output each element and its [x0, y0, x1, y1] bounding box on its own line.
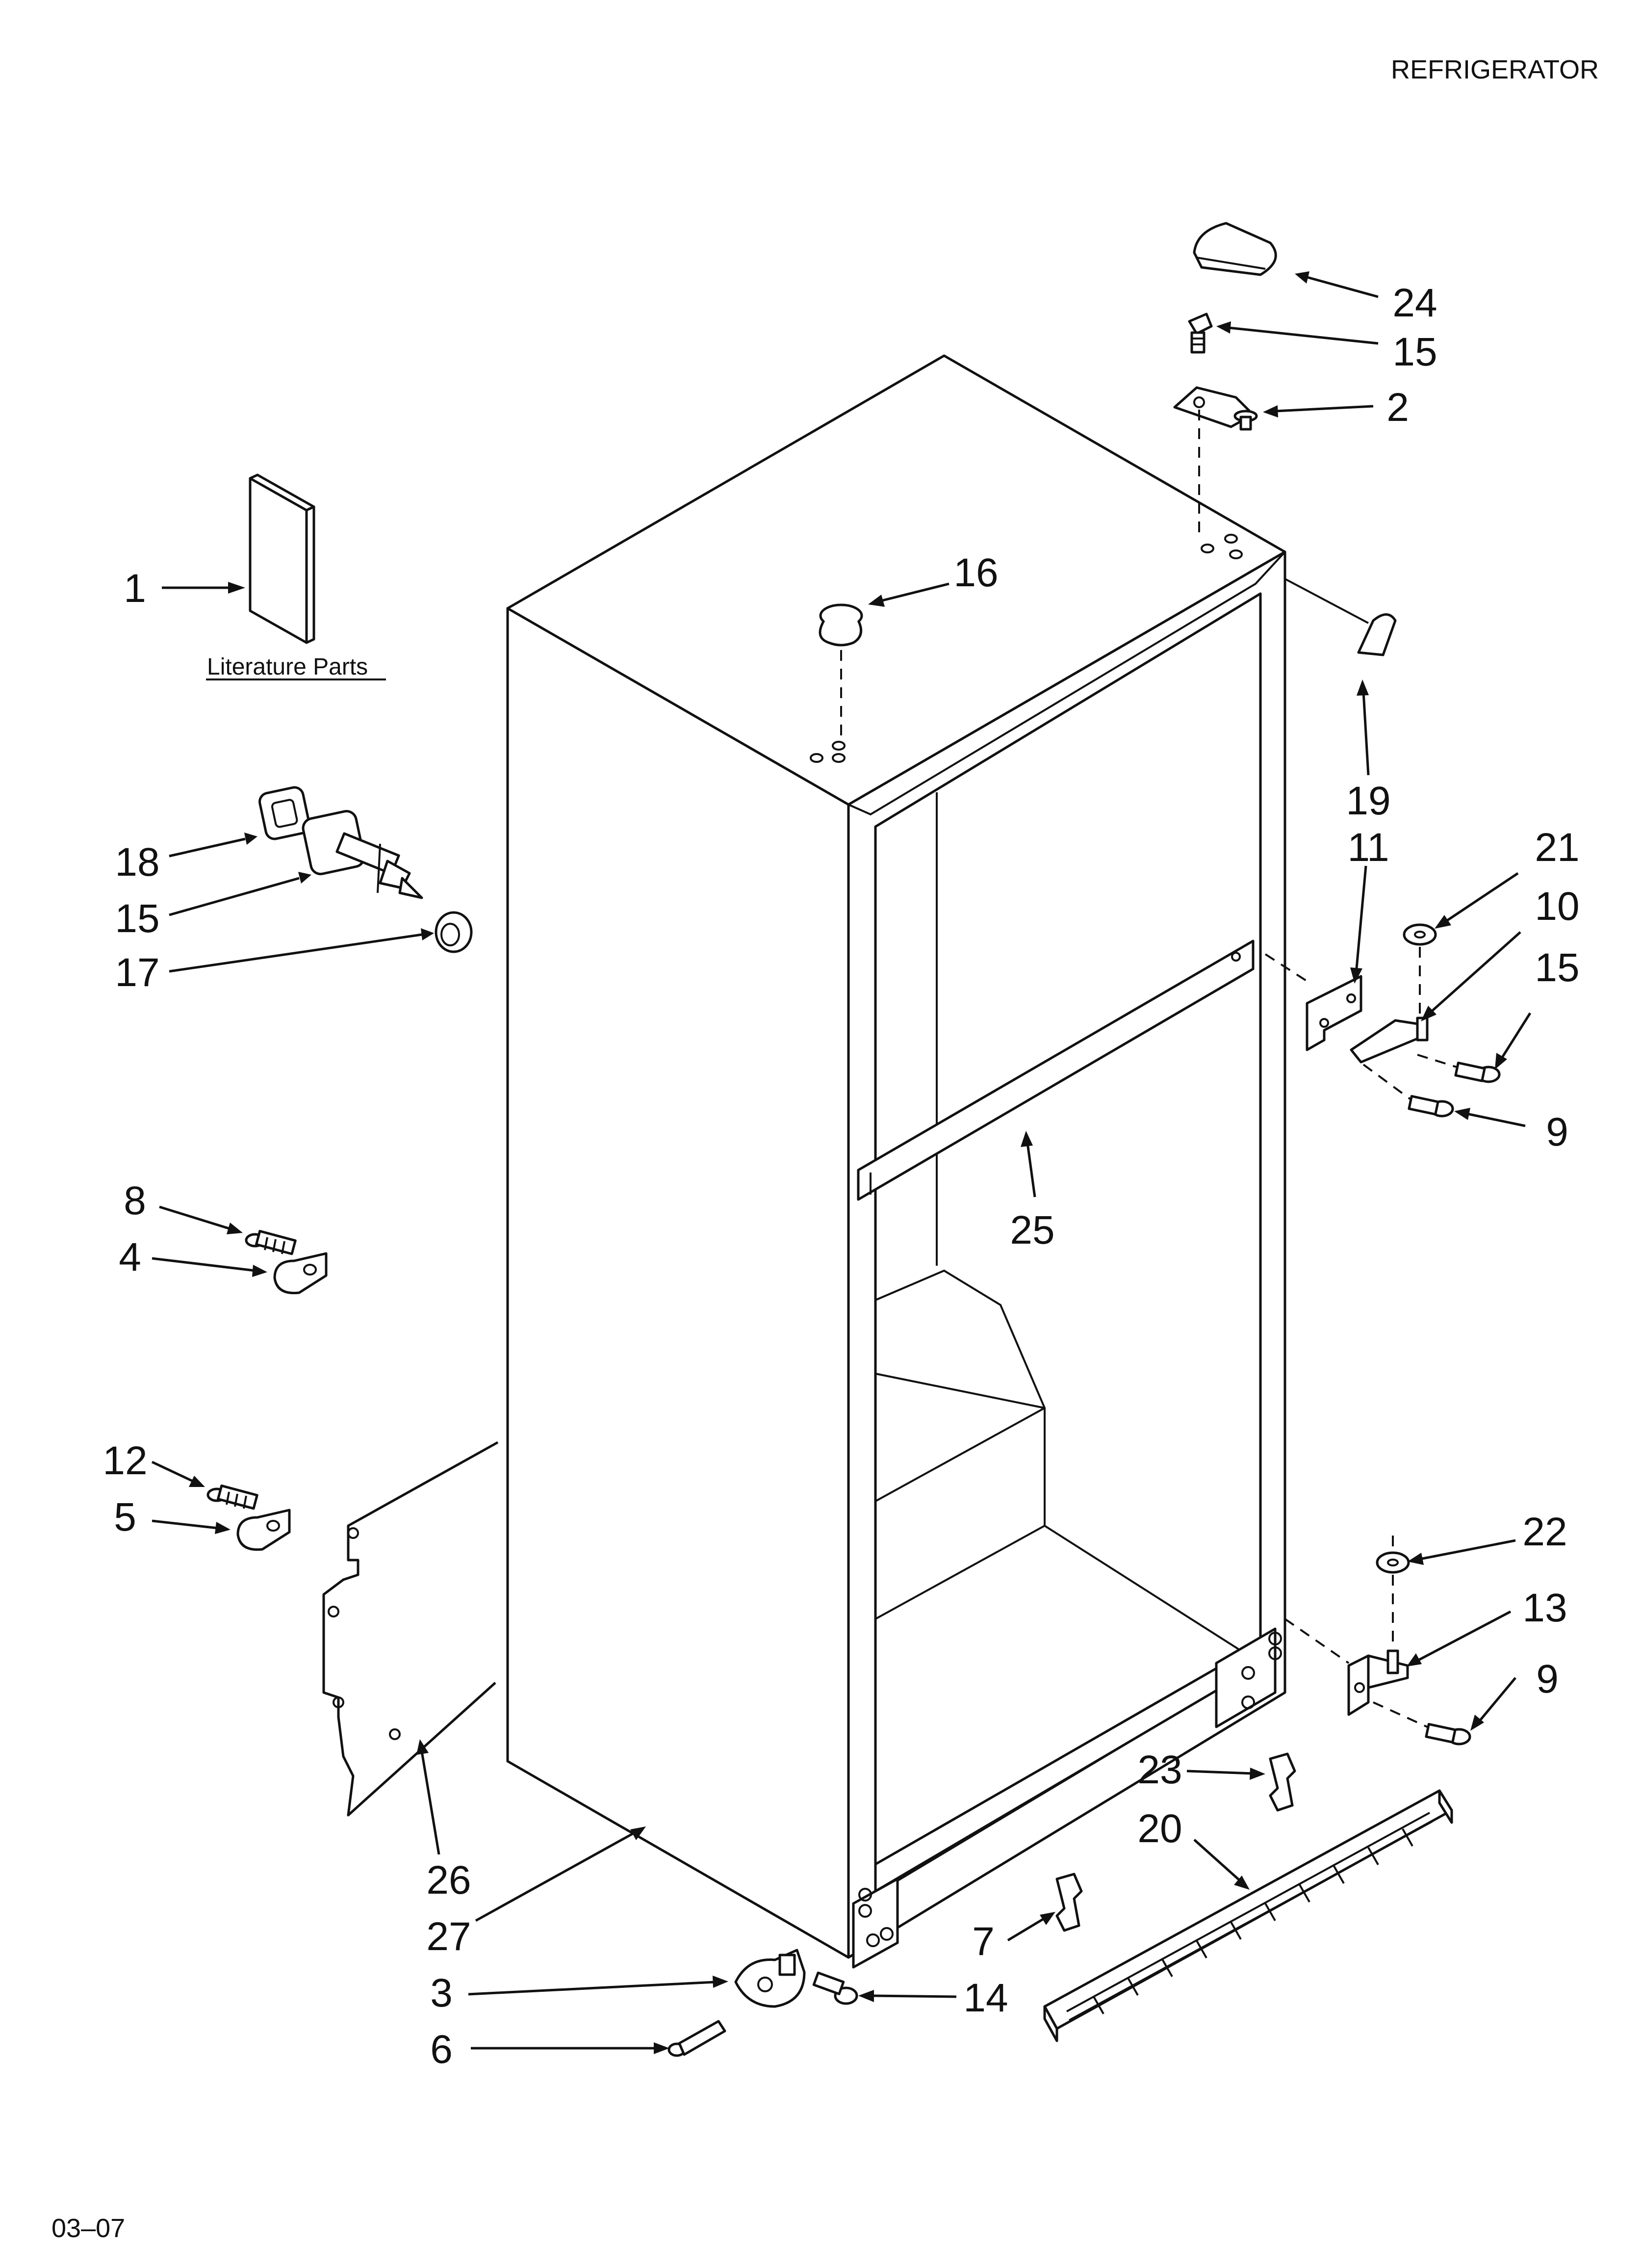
screw-part-9-bottom	[1373, 1701, 1471, 1746]
callout-27: 27	[426, 1914, 471, 1959]
callout-9-bottom: 9	[1536, 1657, 1559, 1701]
diagram-title: REFRIGERATOR	[1391, 55, 1599, 84]
callout-numbers: 1 24 15 2 16 19 11 21 10 15 9 18 15 17 2…	[103, 281, 1579, 2072]
roller-part-3	[734, 1949, 806, 2008]
toe-grille-part-20	[1043, 1789, 1453, 2042]
callout-9-top: 9	[1546, 1110, 1568, 1154]
callout-19: 19	[1346, 779, 1390, 823]
gasket-part-18	[258, 786, 311, 840]
hinge-cover-part-24	[1193, 222, 1277, 276]
screw-part-14	[812, 1971, 858, 2005]
screw-part-15-right	[1417, 1054, 1501, 1083]
callout-16: 16	[953, 550, 998, 595]
callout-21: 21	[1535, 825, 1579, 870]
refrigerator-cabinet	[506, 354, 1286, 1969]
screw-part-15-top	[1188, 313, 1213, 354]
middle-hinge-bracket-part-11	[1264, 953, 1362, 1051]
literature-part-1: Literature Parts	[206, 473, 386, 680]
washer-part-21	[1403, 923, 1437, 1016]
callout-15-top: 15	[1392, 330, 1437, 374]
middle-hinge-part-10	[1350, 1017, 1429, 1064]
top-hinge-part-2	[1173, 386, 1258, 535]
callout-14: 14	[963, 1976, 1008, 2020]
callout-17: 17	[115, 950, 159, 995]
callout-8: 8	[124, 1178, 146, 1223]
callout-22: 22	[1522, 1510, 1567, 1554]
callout-3: 3	[430, 1971, 453, 2015]
callout-2: 2	[1386, 385, 1409, 430]
pin-part-15-left	[302, 810, 423, 899]
center-rail-part-25	[857, 939, 1255, 1201]
callout-15-right: 15	[1535, 945, 1579, 990]
plug-part-16	[819, 603, 863, 736]
callout-15-left: 15	[115, 896, 159, 941]
callout-12: 12	[103, 1438, 147, 1483]
callout-7: 7	[972, 1919, 995, 1964]
bottom-hinge-part-13	[1284, 1618, 1409, 1716]
screw-part-9-top	[1362, 1064, 1454, 1118]
diagram-code: 03–07	[51, 2214, 125, 2243]
stop-part-19	[1284, 578, 1397, 656]
callout-6: 6	[430, 2027, 453, 2072]
callout-13: 13	[1522, 1586, 1567, 1630]
clamp-part-4	[273, 1252, 328, 1295]
bushing-part-17	[435, 911, 473, 953]
literature-caption: Literature Parts	[207, 654, 368, 680]
screw-part-8	[245, 1229, 297, 1255]
callout-5: 5	[114, 1495, 136, 1539]
pin-part-6	[667, 2020, 726, 2057]
washer-part-22	[1376, 1536, 1410, 1648]
callout-23: 23	[1137, 1747, 1182, 1792]
callout-11: 11	[1347, 825, 1389, 870]
clip-part-7	[1055, 1873, 1083, 1932]
callout-4: 4	[119, 1235, 141, 1279]
callout-10: 10	[1535, 884, 1579, 929]
callout-1: 1	[124, 566, 146, 611]
clip-part-23	[1269, 1752, 1296, 1812]
callout-24: 24	[1392, 281, 1437, 325]
back-panel-part-26	[322, 1441, 499, 1817]
clamp-part-5	[236, 1509, 291, 1551]
callout-25: 25	[1010, 1208, 1054, 1252]
callout-20: 20	[1137, 1806, 1182, 1851]
callout-26: 26	[426, 1858, 471, 1903]
callout-18: 18	[115, 840, 159, 885]
leader-lines	[151, 271, 1532, 2054]
screw-part-12	[206, 1484, 258, 1510]
